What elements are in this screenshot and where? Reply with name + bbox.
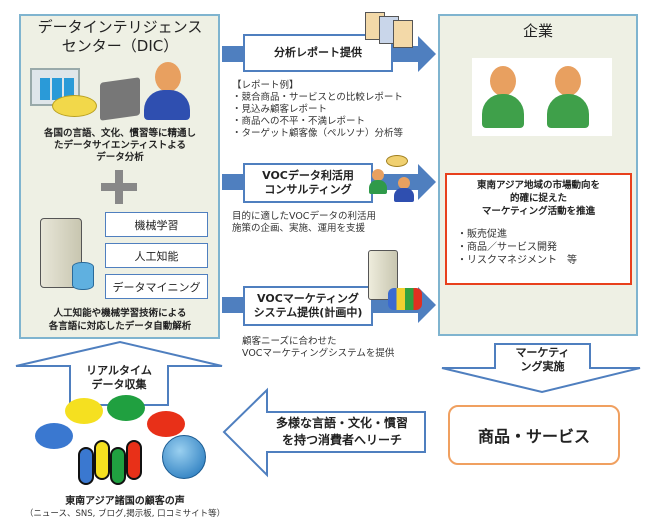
tech-ai: 人工知能 xyxy=(105,243,208,268)
consultants-icon xyxy=(369,155,422,202)
customers-title: 東南アジア諸国の顧客の声 xyxy=(65,496,185,507)
documents-icon xyxy=(365,10,415,50)
auto-analysis-caption: 人工知能や機械学習技術による各言語に対応したデータ自動解析 xyxy=(48,308,192,332)
product-box: 商品・サービス xyxy=(448,405,620,465)
users-icon xyxy=(388,288,422,310)
collect-arrow-label: リアルタイムデータ収集 xyxy=(86,364,152,391)
service-label-system: VOCマーケティングシステム提供(計画中) xyxy=(243,286,373,326)
service-label-report: 分析レポート提供 xyxy=(243,34,393,72)
tech-data-mining: データマイニング xyxy=(105,274,208,299)
pie-chart-icon xyxy=(52,95,97,117)
service-label-consulting: VOCデータ利活用コンサルティング xyxy=(243,163,373,203)
company-title: 企業 xyxy=(522,22,553,40)
tech-machine-learning: 機械学習 xyxy=(105,212,208,237)
company-people-icon xyxy=(472,58,612,136)
analyst-caption: 各国の言語、文化、慣習等に精通したデータサイエンティストよるデータ分析 xyxy=(43,128,196,163)
plus-icon-vertical xyxy=(115,170,123,204)
database-icon xyxy=(72,262,94,290)
globe-icon xyxy=(162,435,206,479)
report-examples: 【レポート例】・競合商品・サービスとの比較レポート・見込み顧客レポート・商品への… xyxy=(232,80,404,139)
analyst-icon xyxy=(100,62,195,122)
system-server-icon xyxy=(368,250,398,300)
dic-title: データインテリジェンスセンター（DIC） xyxy=(37,18,203,55)
company-highlight-box: 東南アジア地域の市場動向を的確に捉えたマーケティング活動を推進 ・販売促進・商品… xyxy=(445,173,632,285)
marketing-arrow-label: マーケティング実施 xyxy=(515,346,570,373)
consulting-desc: 目的に適したVOCデータの利活用施策の企画、実施、運用を支援 xyxy=(232,211,376,234)
customers-voice-icon xyxy=(35,395,215,490)
marketing-arrow xyxy=(441,343,641,394)
customers-sources: （ニュース、SNS, ブログ,掲示板, 口コミサイト等） xyxy=(24,509,226,519)
reach-arrow-label: 多様な言語・文化・慣習を持つ消費者へリーチ xyxy=(275,416,408,447)
reach-arrow xyxy=(222,387,426,478)
collect-arrow xyxy=(15,340,223,406)
